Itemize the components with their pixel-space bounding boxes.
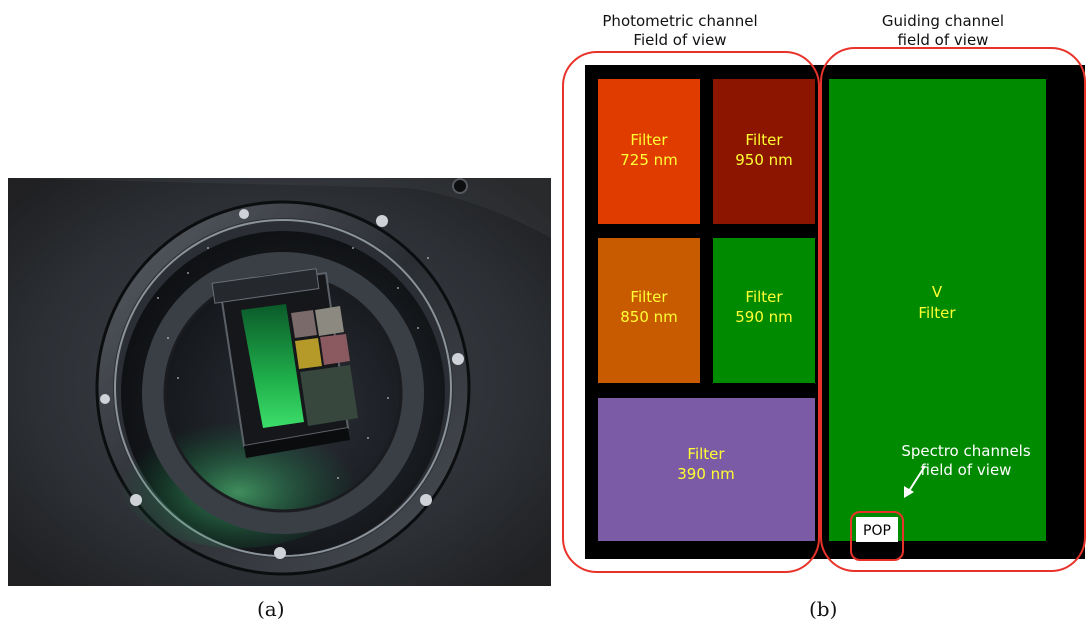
caption-a: (a): [257, 597, 285, 621]
guiding-fov-outline: [820, 47, 1086, 572]
filter-390-label-line2: 390 nm: [677, 465, 735, 483]
photometric-header-line1: Photometric channel: [602, 12, 757, 30]
filter-950-label-line2: 950 nm: [735, 151, 793, 169]
v-filter-label-line2: Filter: [918, 304, 956, 322]
filter-390-label-line1: Filter: [687, 445, 725, 463]
filter-725-label-line1: Filter: [630, 131, 668, 149]
v-filter-label-line1: V: [932, 283, 943, 301]
guiding-header-line1: Guiding channel: [882, 12, 1004, 30]
spectro-note-line2: field of view: [921, 461, 1012, 479]
focal-plane-diagram: Photometric channel Field of view Guidin…: [562, 12, 1086, 573]
spectro-arrow: [908, 465, 926, 492]
photo-sparkle: [157, 247, 429, 479]
spectro-arrow-head: [904, 486, 914, 498]
filter-725-box: [598, 79, 700, 224]
filter-590-box: [713, 238, 815, 383]
filter-390-box: [598, 398, 815, 541]
photometric-header-line2: Field of view: [633, 31, 726, 49]
filter-590-label-line1: Filter: [745, 288, 783, 306]
guiding-header: Guiding channel field of view: [882, 12, 1004, 49]
spectro-note-line1: Spectro channels: [901, 442, 1031, 460]
filter-850-box: [598, 238, 700, 383]
filter-assembly: [211, 268, 358, 458]
instrument-photo: [8, 178, 551, 586]
mount-screws: [100, 178, 468, 559]
caption-b: (b): [809, 597, 838, 621]
v-filter-box: [829, 79, 1046, 541]
photometric-fov-outline: [562, 51, 820, 573]
pop-box: [856, 517, 898, 542]
filter-950-box: [713, 79, 815, 224]
photometric-header: Photometric channel Field of view: [602, 12, 757, 49]
filter-950-label-line1: Filter: [745, 131, 783, 149]
filter-590-label-line2: 590 nm: [735, 308, 793, 326]
pop-label: POP: [863, 523, 891, 539]
filter-850-label-line1: Filter: [630, 288, 668, 306]
guiding-header-line2: field of view: [898, 31, 989, 49]
pop-highlight: [850, 511, 904, 561]
filter-850-label-line2: 850 nm: [620, 308, 678, 326]
filter-725-label-line2: 725 nm: [620, 151, 678, 169]
